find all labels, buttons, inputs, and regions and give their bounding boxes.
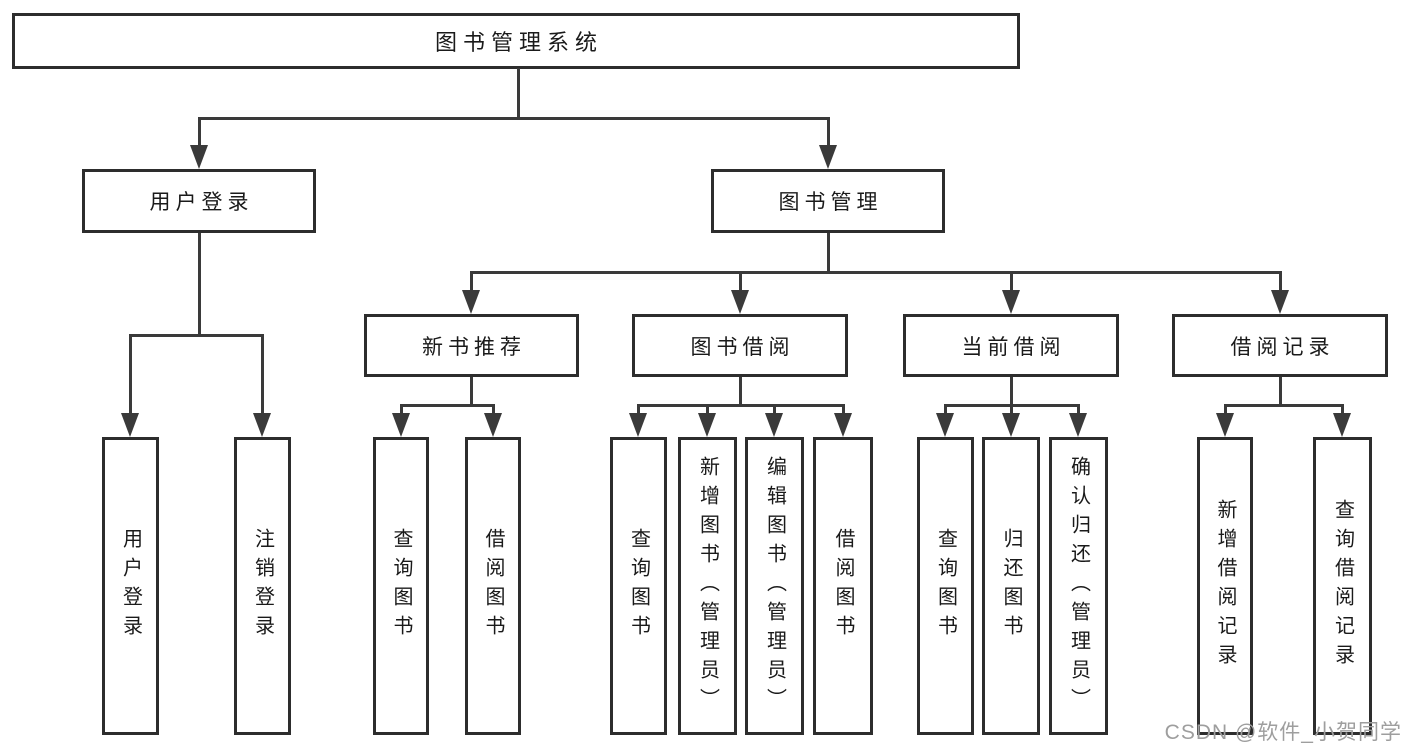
arrow-down-icon: [1333, 413, 1351, 437]
connector-line: [198, 233, 201, 336]
connector-line: [261, 334, 264, 416]
connector-line: [739, 271, 742, 293]
arrow-down-icon: [698, 413, 716, 437]
arrow-down-icon: [1002, 290, 1020, 314]
connector-line: [1279, 377, 1282, 407]
arrow-down-icon: [936, 413, 954, 437]
leaf-label: 查询图书: [390, 528, 412, 644]
leaf-user-login: 用户登录: [102, 437, 159, 735]
leaf-label: 借阅图书: [832, 528, 854, 644]
leaf-label: 编辑图书（管理员）: [763, 455, 786, 717]
connector-line: [517, 68, 520, 120]
leaf-query-books-recommend: 查询图书: [373, 437, 429, 735]
connector-line: [1341, 404, 1344, 416]
leaf-label: 查询借阅记录: [1331, 499, 1354, 673]
connector-line: [129, 334, 264, 337]
connector-line: [1010, 271, 1013, 293]
arrow-down-icon: [629, 413, 647, 437]
node-borrowing-records: 借阅记录: [1172, 314, 1388, 377]
connector-line: [400, 404, 494, 407]
connector-line: [827, 117, 830, 149]
arrow-down-icon: [1002, 413, 1020, 437]
arrow-down-icon: [765, 413, 783, 437]
leaf-borrow-books-borrowing: 借阅图书: [813, 437, 873, 735]
leaf-add-borrow-record: 新增借阅记录: [1197, 437, 1253, 735]
leaf-label: 新增借阅记录: [1214, 499, 1236, 673]
arrow-down-icon: [392, 413, 410, 437]
connector-line: [1279, 271, 1282, 293]
arrow-down-icon: [121, 413, 139, 437]
connector-line: [198, 117, 201, 149]
leaf-label: 用户登录: [119, 528, 142, 644]
arrow-down-icon: [484, 413, 502, 437]
leaf-label: 新增图书（管理员）: [696, 455, 719, 717]
connector-line: [1077, 404, 1080, 416]
connector-line: [637, 404, 845, 407]
node-book-management: 图书管理: [711, 169, 945, 233]
csdn-watermark: CSDN @软件_小贺同学: [1164, 721, 1402, 744]
leaf-label: 归还图书: [1000, 528, 1022, 644]
leaf-add-books-admin: 新增图书（管理员）: [678, 437, 737, 735]
arrow-down-icon: [190, 145, 208, 169]
connector-line: [944, 404, 947, 416]
connector-line: [637, 404, 640, 416]
node-current-borrowing: 当前借阅: [903, 314, 1119, 377]
connector-line: [492, 404, 495, 416]
arrow-down-icon: [462, 290, 480, 314]
arrow-down-icon: [1069, 413, 1087, 437]
connector-line: [1224, 404, 1227, 416]
connector-line: [1010, 404, 1013, 416]
connector-line: [198, 117, 830, 120]
connector-line: [129, 334, 132, 416]
connector-line: [706, 404, 709, 416]
leaf-return-books: 归还图书: [982, 437, 1040, 735]
connector-line: [470, 377, 473, 407]
leaf-label: 查询图书: [934, 528, 957, 644]
connector-line: [1224, 404, 1344, 407]
leaf-label: 借阅图书: [482, 528, 504, 644]
connector-line: [1010, 377, 1013, 407]
leaf-query-books-current: 查询图书: [917, 437, 974, 735]
leaf-query-books-borrowing: 查询图书: [610, 437, 667, 735]
leaf-logout-login: 注销登录: [234, 437, 291, 735]
connector-line: [470, 271, 1281, 274]
arrow-down-icon: [834, 413, 852, 437]
leaf-label: 注销登录: [251, 528, 274, 644]
arrow-down-icon: [819, 145, 837, 169]
arrow-down-icon: [1216, 413, 1234, 437]
arrow-down-icon: [1271, 290, 1289, 314]
connector-line: [827, 233, 830, 274]
connector-line: [470, 271, 473, 293]
leaf-query-borrow-record: 查询借阅记录: [1313, 437, 1372, 735]
leaf-label: 查询图书: [627, 528, 650, 644]
arrow-down-icon: [731, 290, 749, 314]
leaf-edit-books-admin: 编辑图书（管理员）: [745, 437, 804, 735]
connector-line: [400, 404, 403, 416]
node-library-management-system: 图书管理系统: [12, 13, 1020, 69]
node-user-login: 用户登录: [82, 169, 316, 233]
node-new-book-recommendation: 新书推荐: [364, 314, 579, 377]
arrow-down-icon: [253, 413, 271, 437]
leaf-label: 确认归还（管理员）: [1067, 455, 1090, 717]
connector-line: [773, 404, 776, 416]
node-book-borrowing: 图书借阅: [632, 314, 848, 377]
leaf-borrow-books-recommend: 借阅图书: [465, 437, 521, 735]
leaf-confirm-return-admin: 确认归还（管理员）: [1049, 437, 1108, 735]
connector-line: [739, 377, 742, 407]
connector-line: [842, 404, 845, 416]
